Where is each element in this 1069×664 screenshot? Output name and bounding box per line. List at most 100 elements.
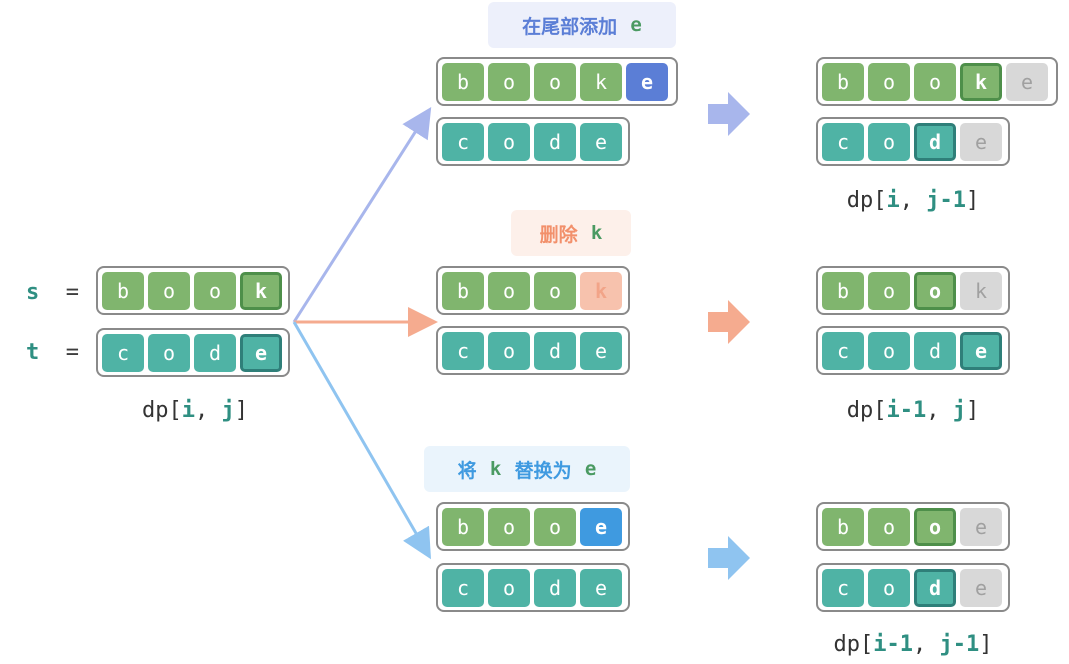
dp-label-left: dp[i, j]	[100, 398, 290, 423]
dp-suffix: ]	[234, 398, 248, 423]
char-cell: b	[822, 271, 864, 310]
char-cell-ignored: k	[960, 271, 1002, 310]
char-cell: c	[822, 568, 864, 607]
replace-label-char-from: k	[489, 458, 502, 480]
replace-op-label: 将 k 替换为 e	[424, 446, 630, 492]
insert-t-strip: c o d e	[436, 117, 630, 166]
char-cell-highlighted: k	[960, 62, 1002, 101]
char-cell: o	[868, 331, 910, 370]
char-cell-inserted: e	[626, 62, 668, 101]
char-cell-ignored: e	[960, 122, 1002, 161]
dp-index-b: j	[221, 398, 235, 423]
dp-label-delete: dp[i-1, j]	[816, 398, 1010, 423]
char-cell-highlighted: k	[240, 271, 282, 310]
delete-op-label: 删除 k	[511, 210, 631, 256]
dp-index-a: i	[886, 188, 900, 213]
char-cell-highlighted: d	[914, 568, 956, 607]
char-cell: o	[868, 271, 910, 310]
char-cell: o	[148, 333, 190, 372]
delete-result-s-strip: b o o k	[816, 266, 1010, 315]
s-label: s	[26, 280, 40, 305]
dp-prefix: dp[	[142, 398, 182, 423]
char-cell: o	[148, 271, 190, 310]
char-cell-ignored: e	[1006, 62, 1048, 101]
left-s-strip: b o o k	[96, 266, 290, 315]
char-cell: o	[534, 62, 576, 101]
char-cell: o	[868, 507, 910, 546]
delete-label-char: k	[590, 222, 603, 244]
delete-result-arrow-icon	[708, 300, 750, 344]
dp-index-a: i-1	[873, 632, 913, 657]
delete-t-strip: c o d e	[436, 326, 630, 375]
t-label: t	[26, 340, 40, 365]
char-cell: c	[102, 333, 144, 372]
left-t-strip: c o d e	[96, 328, 290, 377]
char-cell: k	[580, 62, 622, 101]
char-cell-deleted: k	[580, 271, 622, 310]
char-cell: d	[194, 333, 236, 372]
char-cell: o	[534, 507, 576, 546]
char-cell-highlighted: e	[960, 331, 1002, 370]
char-cell: o	[868, 122, 910, 161]
char-cell: o	[488, 271, 530, 310]
char-cell: o	[488, 568, 530, 607]
dp-sep: ,	[926, 398, 953, 423]
s-equals-label: s =	[26, 280, 79, 305]
replace-label-text: 将	[457, 459, 477, 482]
dp-index-b: j-1	[926, 188, 966, 213]
char-cell: b	[822, 62, 864, 101]
char-cell: c	[822, 122, 864, 161]
char-cell: b	[442, 507, 484, 546]
dp-label-replace: dp[i-1, j-1]	[806, 632, 1020, 657]
dp-label-insert: dp[i, j-1]	[816, 188, 1010, 213]
char-cell: b	[822, 507, 864, 546]
replace-s-strip: b o o e	[436, 502, 630, 551]
char-cell: o	[914, 62, 956, 101]
char-cell: o	[488, 122, 530, 161]
insert-branch-arrow	[292, 106, 432, 323]
dp-suffix: ]	[966, 188, 980, 213]
insert-op-label: 在尾部添加 e	[488, 2, 676, 48]
equals-sign: =	[65, 280, 79, 305]
char-cell-highlighted: o	[914, 271, 956, 310]
char-cell: o	[868, 568, 910, 607]
dp-index-b: j	[952, 398, 966, 423]
char-cell: o	[488, 507, 530, 546]
equals-sign: =	[65, 340, 79, 365]
char-cell: e	[580, 122, 622, 161]
dp-suffix: ]	[966, 398, 980, 423]
char-cell: d	[534, 122, 576, 161]
delete-s-strip: b o o k	[436, 266, 630, 315]
char-cell: e	[580, 331, 622, 370]
dp-suffix: ]	[979, 632, 993, 657]
char-cell: o	[194, 271, 236, 310]
replace-label-char-to: e	[584, 458, 597, 480]
insert-label-text: 在尾部添加	[522, 15, 618, 38]
char-cell-highlighted: d	[914, 122, 956, 161]
char-cell: e	[580, 568, 622, 607]
char-cell-highlighted: o	[914, 507, 956, 546]
replace-t-strip: c o d e	[436, 563, 630, 612]
char-cell-highlighted: e	[240, 333, 282, 372]
dp-prefix: dp[	[833, 632, 874, 657]
char-cell-ignored: e	[960, 507, 1002, 546]
char-cell: o	[534, 271, 576, 310]
char-cell: d	[914, 331, 956, 370]
char-cell: o	[488, 331, 530, 370]
insert-result-t-strip: c o d e	[816, 117, 1010, 166]
delete-label-text: 删除	[539, 223, 578, 246]
char-cell: c	[442, 568, 484, 607]
char-cell: d	[534, 331, 576, 370]
insert-label-char: e	[630, 14, 642, 36]
char-cell: o	[488, 62, 530, 101]
dp-index-b: j-1	[939, 632, 980, 657]
char-cell: d	[534, 568, 576, 607]
replace-result-t-strip: c o d e	[816, 563, 1010, 612]
dp-sep: ,	[195, 398, 222, 423]
dp-sep: ,	[899, 188, 927, 213]
dp-sep: ,	[913, 632, 940, 657]
replace-result-s-strip: b o o e	[816, 502, 1010, 551]
char-cell: b	[102, 271, 144, 310]
t-equals-label: t =	[26, 340, 79, 365]
